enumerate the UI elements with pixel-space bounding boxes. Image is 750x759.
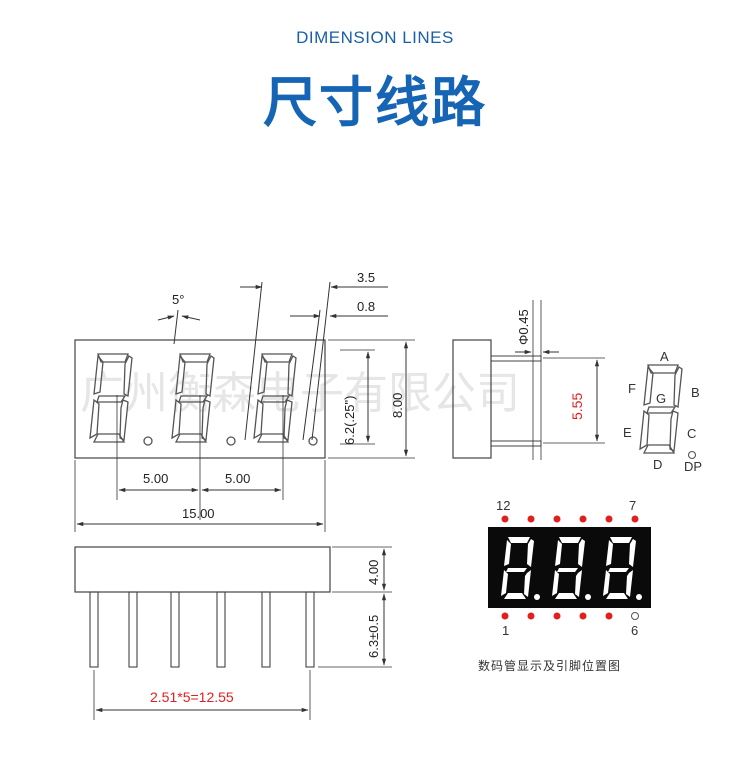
dim-pin-dia: Φ0.45: [516, 309, 531, 345]
dim-pin-length: 6.3±0.5: [366, 615, 381, 658]
dp-1: [143, 436, 153, 446]
segment-e-label: E: [623, 425, 632, 440]
segment-g-label: G: [656, 391, 666, 406]
pinout-caption: 数码管显示及引脚位置图: [478, 658, 621, 673]
section-subtitle: DIMENSION LINES: [296, 28, 454, 47]
segment-b-label: B: [691, 385, 700, 400]
segment-map: A B C D E F G DP: [623, 349, 702, 474]
pin-label-bottom-right: 6: [631, 623, 638, 638]
segment-dp-label: DP: [684, 459, 702, 474]
side-view: Φ0.45 5.55: [452, 300, 605, 460]
dim-pin-span: 5.55: [569, 393, 585, 420]
dim-height: 8.00: [390, 393, 405, 418]
dim-width: 15.00: [182, 506, 215, 521]
pin-label-top-left: 12: [496, 498, 510, 513]
pinout-diagram: 12 7 1 6 数码管显示及引脚位置图: [478, 498, 651, 673]
bottom-view: 4.00 6.3±0.5 2.51*5=12.55: [74, 546, 392, 720]
segment-digit: [639, 364, 683, 454]
pin-6-marker: [631, 612, 639, 620]
segment-dp: [687, 450, 697, 460]
watermark: 广州衡森电子有限公司: [80, 368, 520, 419]
dp-2: [226, 436, 236, 446]
dim-angle: 5°: [172, 292, 184, 307]
dim-digit-height: 6.2(.25"): [342, 396, 357, 445]
bottom-body: [74, 546, 331, 593]
dim-body-depth: 4.00: [366, 560, 381, 585]
dim-pin-pitch: 2.51*5=12.55: [150, 689, 234, 705]
dim-pitch-1: 5.00: [143, 471, 168, 486]
dim-top-a: 3.5: [357, 270, 375, 285]
dim-top-b: 0.8: [357, 299, 375, 314]
pin-label-bottom-left: 1: [502, 623, 509, 638]
segment-d-label: D: [653, 457, 662, 472]
watermark-text: 广州衡森电子有限公司: [80, 368, 520, 419]
segment-c-label: C: [687, 426, 696, 441]
segment-f-label: F: [628, 381, 636, 396]
dp-3: [308, 436, 318, 446]
front-view: 5° 3.5 0.8 6.2(.25") 8.00 5.00 5.00 15.: [74, 270, 415, 532]
side-body: [452, 339, 492, 459]
dim-pitch-2: 5.00: [225, 471, 250, 486]
pin-label-top-right: 7: [629, 498, 636, 513]
segment-a-label: A: [660, 349, 669, 364]
section-title: 尺寸线路: [263, 71, 487, 134]
